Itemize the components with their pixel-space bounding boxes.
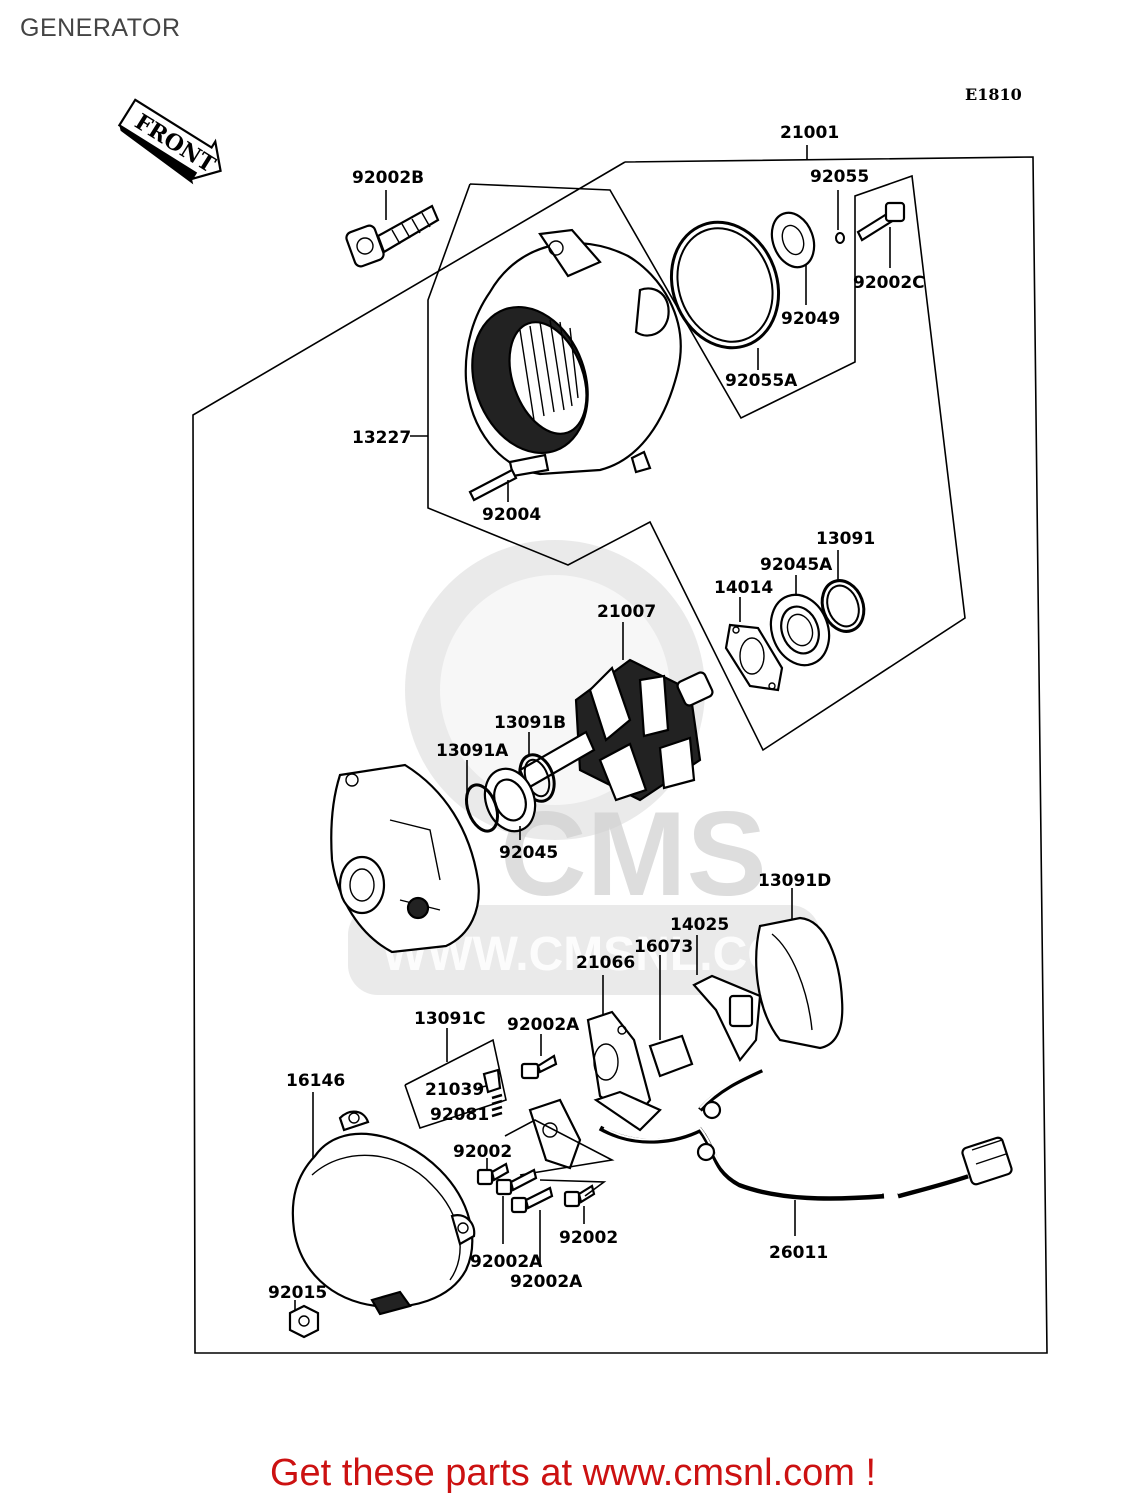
part-label-14025: 14025 (670, 915, 729, 935)
screw-92002a-bottom-right-icon (510, 1186, 554, 1214)
brush-holder-14025-icon (692, 974, 762, 1063)
bearing-92045a-icon (769, 593, 831, 667)
screw-92002a-top-icon (520, 1054, 558, 1080)
drawing-code: E1810 (965, 85, 1022, 104)
part-label-92002a-top: 92002A (507, 1015, 580, 1035)
stator-group-outline (427, 174, 966, 752)
generator-exploded-diagram: CMS WWW.CMSNL.COM E1810 FRONT 21001 9200… (117, 85, 1048, 1354)
rotor-21007-icon (518, 658, 714, 802)
bolt-92002b-icon (345, 204, 440, 268)
part-label-26011: 26011 (769, 1243, 828, 1263)
stator-housing-icon (464, 228, 682, 502)
cover-13091d-icon (755, 916, 844, 1050)
part-label-92002a-bottom-1: 92002A (470, 1252, 543, 1272)
part-label-16146: 16146 (286, 1071, 345, 1091)
part-label-21001: 21001 (780, 123, 839, 143)
bearing-92049-icon (770, 211, 816, 269)
part-label-92002c: 92002C (853, 273, 925, 293)
part-label-92002a-bottom-2: 92002A (510, 1272, 583, 1292)
part-label-92049: 92049 (781, 309, 840, 329)
part-label-92055a: 92055A (725, 371, 798, 391)
end-cover-16146-icon (291, 1110, 476, 1316)
page-title: GENERATOR (20, 14, 181, 42)
part-label-13091a: 13091A (436, 741, 509, 761)
part-label-16073: 16073 (634, 937, 693, 957)
part-label-92045: 92045 (499, 843, 558, 863)
part-label-21039: 21039 (425, 1080, 484, 1100)
part-label-13091: 13091 (816, 529, 875, 549)
screw-92002-left-icon (476, 1162, 510, 1186)
assembly-outline (192, 156, 1048, 1354)
part-label-92015: 92015 (268, 1283, 327, 1303)
front-arrow-icon: FRONT (117, 98, 222, 185)
part-label-13091c: 13091C (414, 1009, 486, 1029)
footer-link[interactable]: Get these parts at www.cmsnl.com ! (269, 1452, 877, 1494)
part-label-21007: 21007 (597, 602, 656, 622)
part-label-14014: 14014 (714, 578, 773, 598)
part-label-92002-right: 92002 (559, 1228, 618, 1248)
part-label-92055: 92055 (810, 167, 869, 187)
bolt-92002c-icon (856, 201, 906, 242)
brush-16073-icon (648, 1034, 694, 1078)
part-label-92002-left: 92002 (453, 1142, 512, 1162)
terminal-block-icon (528, 1090, 662, 1170)
plate-14014-icon (724, 623, 784, 692)
rear-housing-icon (330, 763, 480, 954)
part-label-92045a: 92045A (760, 555, 833, 575)
nut-92015-icon (288, 1304, 320, 1339)
part-label-92002b: 92002B (352, 168, 424, 188)
part-label-13091b: 13091B (494, 713, 566, 733)
watermark-logo: CMS (500, 787, 767, 921)
part-label-92004: 92004 (482, 505, 541, 525)
part-label-13227: 13227 (352, 428, 411, 448)
part-label-13091d: 13091D (758, 871, 831, 891)
part-label-21066: 21066 (576, 953, 635, 973)
part-label-92081: 92081 (430, 1105, 489, 1125)
wiring-harness-26011-icon (598, 1067, 1013, 1201)
screw-92002-right-icon (563, 1184, 596, 1208)
screw-92002a-bottom-left-icon (495, 1168, 538, 1196)
